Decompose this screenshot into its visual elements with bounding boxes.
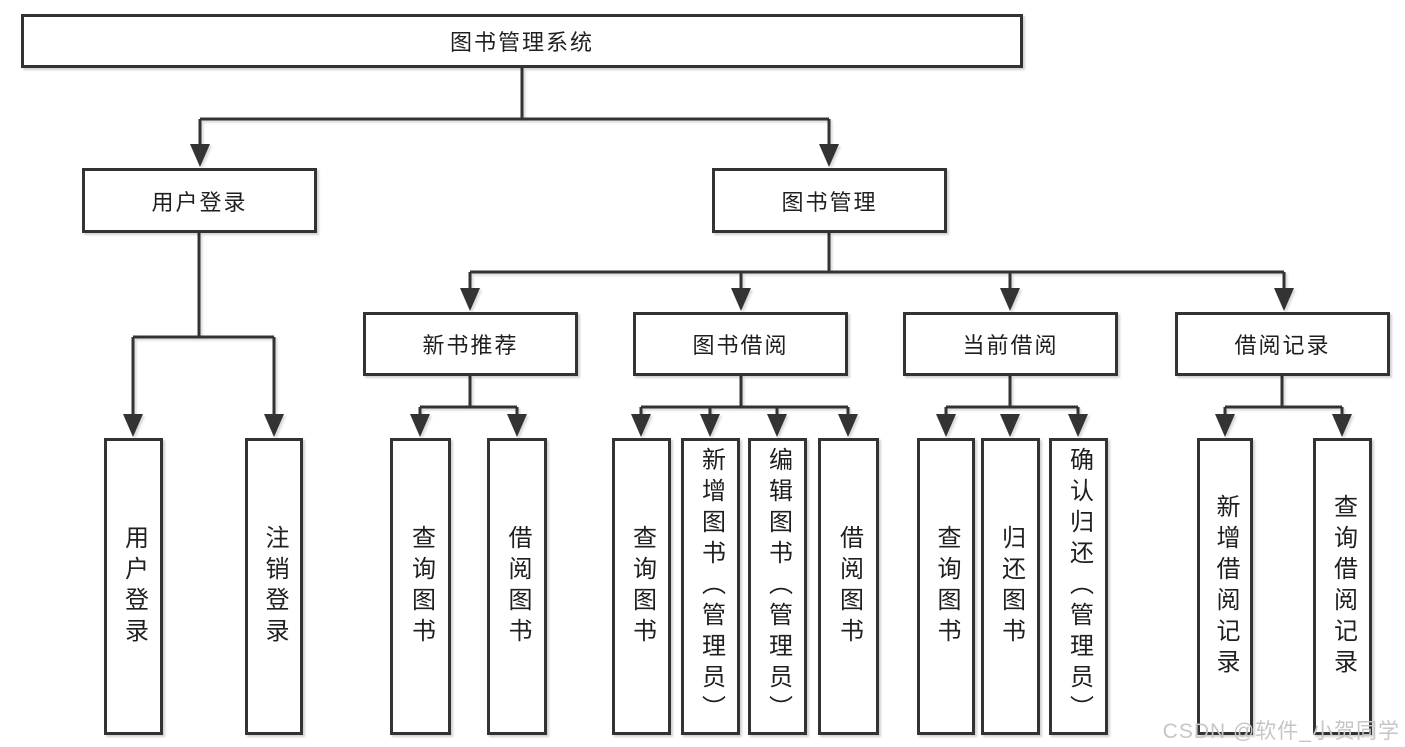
node-book-management-branch-label: 图书管理 [781, 189, 878, 215]
node-new-book-recommend-label: 新书推荐 [422, 333, 519, 358]
node-leaf-user-login: 用户登录 [104, 438, 163, 735]
node-leaf-query-borrow-record-label: 查询借阅记录 [1329, 493, 1357, 680]
node-new-book-recommend: 新书推荐 [363, 312, 578, 376]
arrowhead-icon [410, 414, 430, 437]
arrowhead-icon [838, 414, 858, 437]
arrowhead-icon [1068, 414, 1088, 437]
arrowhead-icon [1000, 414, 1020, 437]
node-leaf-current-query-books-label: 查询图书 [933, 524, 960, 649]
node-leaf-borrowing-query-books-label: 查询图书 [628, 524, 656, 649]
arrowhead-icon [507, 414, 527, 437]
arrowhead-icon [1332, 414, 1352, 437]
csdn-watermark: CSDN @软件_小贺同学 [1162, 720, 1400, 743]
node-leaf-edit-books-admin: 编辑图书（管理员） [748, 438, 807, 735]
node-user-login-branch-label: 用户登录 [151, 189, 248, 215]
node-root-label: 图书管理系统 [449, 30, 594, 55]
arrowhead-icon [123, 414, 143, 437]
arrowhead-icon [190, 144, 210, 167]
node-leaf-add-books-admin-label: 新增图书（管理员） [697, 447, 725, 726]
node-leaf-recommend-query-books: 查询图书 [390, 438, 451, 735]
arrowhead-icon [460, 288, 480, 311]
node-leaf-current-query-books: 查询图书 [917, 438, 975, 735]
node-book-borrowing: 图书借阅 [633, 312, 848, 376]
node-leaf-logout: 注销登录 [245, 438, 303, 735]
node-leaf-logout-label: 注销登录 [261, 524, 288, 649]
arrowhead-icon [936, 414, 956, 437]
node-leaf-recommend-query-books-label: 查询图书 [407, 524, 435, 649]
arrowhead-icon [819, 144, 839, 167]
node-leaf-user-login-label: 用户登录 [120, 524, 148, 649]
arrowhead-icon [700, 414, 720, 437]
node-leaf-borrowing-borrow-books: 借阅图书 [818, 438, 879, 735]
node-book-borrowing-label: 图书借阅 [692, 333, 789, 358]
arrowhead-icon [767, 414, 787, 437]
arrowhead-icon [264, 414, 284, 437]
node-leaf-confirm-return-admin-label: 确认归还（管理员） [1065, 447, 1093, 726]
node-leaf-add-borrow-record: 新增借阅记录 [1197, 438, 1253, 735]
arrowhead-icon [1000, 288, 1020, 311]
node-book-management-branch: 图书管理 [712, 168, 947, 233]
node-borrowing-records: 借阅记录 [1175, 312, 1390, 376]
node-leaf-query-borrow-record: 查询借阅记录 [1313, 438, 1372, 735]
node-leaf-add-borrow-record-label: 新增借阅记录 [1212, 493, 1239, 680]
node-leaf-edit-books-admin-label: 编辑图书（管理员） [764, 447, 792, 726]
arrowhead-icon [631, 414, 651, 437]
node-leaf-recommend-borrow-books: 借阅图书 [487, 438, 547, 735]
node-leaf-add-books-admin: 新增图书（管理员） [681, 438, 740, 735]
node-leaf-borrowing-borrow-books-label: 借阅图书 [835, 524, 863, 649]
node-leaf-recommend-borrow-books-label: 借阅图书 [504, 524, 531, 649]
node-leaf-borrowing-query-books: 查询图书 [612, 438, 671, 735]
node-user-login-branch: 用户登录 [82, 168, 317, 233]
arrowhead-icon [1215, 414, 1235, 437]
node-leaf-return-books: 归还图书 [981, 438, 1040, 735]
arrowhead-icon [731, 288, 751, 311]
node-root: 图书管理系统 [21, 14, 1023, 68]
node-leaf-return-books-label: 归还图书 [997, 524, 1025, 649]
node-current-borrowing: 当前借阅 [903, 312, 1118, 376]
node-borrowing-records-label: 借阅记录 [1234, 333, 1331, 358]
node-leaf-confirm-return-admin: 确认归还（管理员） [1049, 438, 1108, 735]
arrowhead-icon [1274, 288, 1294, 311]
node-current-borrowing-label: 当前借阅 [962, 333, 1059, 358]
